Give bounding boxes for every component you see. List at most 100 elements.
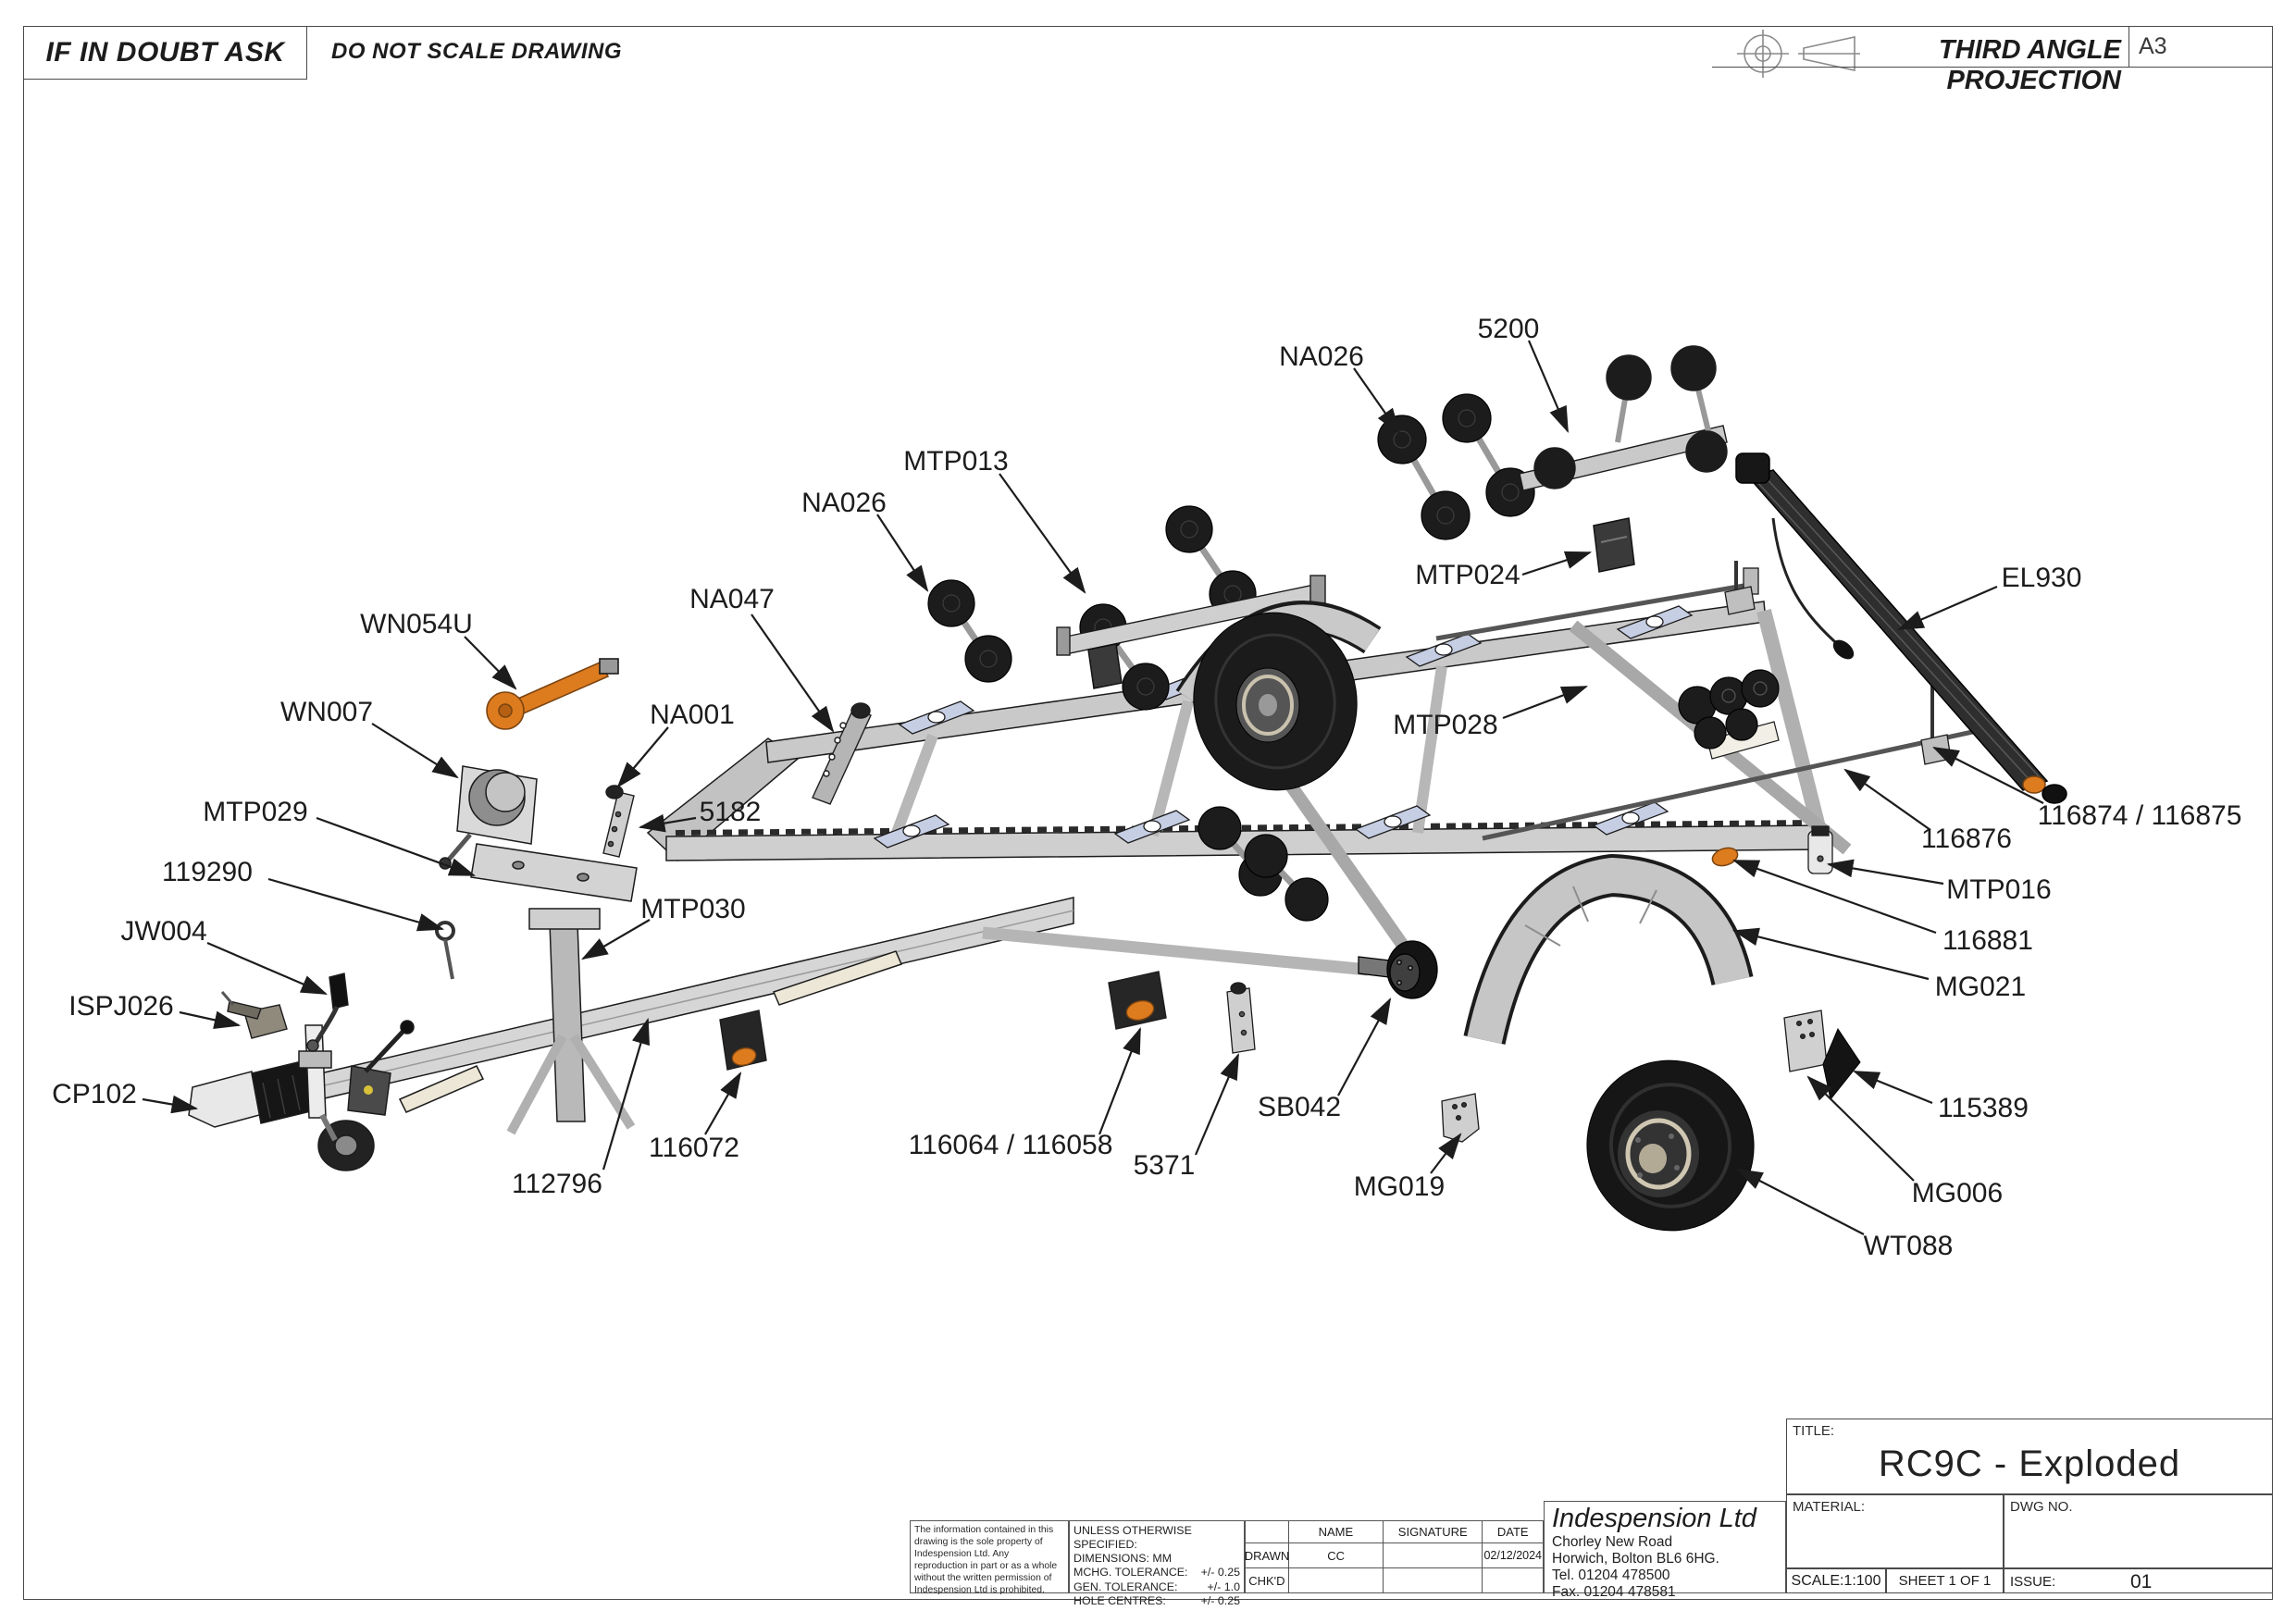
scale-cell: SCALE:1:100 [1786, 1568, 1886, 1593]
roller-bracket-assembly [1519, 345, 1728, 491]
part-label-116874-116875: 116874 / 116875 [2038, 800, 2242, 831]
winch [439, 765, 538, 870]
part-label-MTP028: MTP028 [1393, 710, 1497, 740]
small-strap-bracket [1226, 982, 1256, 1054]
approval-signature-header: SIGNATURE [1384, 1521, 1483, 1543]
dwg-no-cell: DWG NO. [2004, 1494, 2273, 1568]
part-label-WT088: WT088 [1864, 1231, 1954, 1261]
issue-value: 01 [2130, 1571, 2153, 1592]
multi-roller-cluster [1678, 669, 1780, 760]
side-marker [1711, 847, 1739, 867]
approval-table: NAME SIGNATURE DATE DRAWN CC 02/12/2024 … [1245, 1520, 1544, 1593]
leader-line-WT088 [1736, 1168, 1865, 1235]
part-label-115389: 115389 [1938, 1093, 2029, 1123]
leader-line-NA001 [616, 726, 669, 788]
tie-rods [1435, 567, 1978, 841]
issue-cell: ISSUE: 01 [2004, 1568, 2273, 1593]
leader-line-NA026 [1353, 367, 1401, 435]
company-address-1: Chorley New Road [1552, 1534, 1673, 1550]
leader-line-116881 [1731, 859, 1937, 935]
lamp-bracket-rear [1108, 971, 1167, 1030]
part-label-112796: 112796 [512, 1169, 602, 1199]
part-label-NA026: NA026 [1279, 341, 1364, 372]
part-label-WN054U: WN054U [360, 609, 473, 639]
winch-post [506, 908, 636, 1135]
leader-line-5371 [1194, 1052, 1240, 1156]
part-label-WN007: WN007 [280, 697, 373, 727]
part-label-MTP030: MTP030 [640, 894, 745, 924]
leader-line-119290 [267, 877, 445, 932]
chkd-date [1483, 1568, 1543, 1592]
copyright-disclaimer: The information contained in this drawin… [910, 1520, 1069, 1595]
mounting-bracket-right [1593, 517, 1635, 573]
leader-line-ISPJ026 [179, 1010, 242, 1030]
leader-line-SB042 [1337, 997, 1392, 1096]
chkd-role: CHK'D [1246, 1568, 1289, 1592]
perforated-strap-short [602, 785, 635, 858]
dwg-no-label: DWG NO. [2010, 1499, 2073, 1515]
spec-row-hole-value: +/- 0.25 [1200, 1593, 1240, 1607]
part-label-NA047: NA047 [689, 584, 775, 614]
leader-line-MG019 [1430, 1133, 1462, 1174]
part-label-JW004: JW004 [120, 916, 206, 947]
material-cell: MATERIAL: [1786, 1494, 2004, 1568]
mudguard-stay [1822, 1027, 1861, 1101]
part-label-5200: 5200 [1478, 314, 1540, 344]
drawn-name: CC [1289, 1543, 1384, 1568]
approval-date-header: DATE [1483, 1521, 1543, 1543]
leader-line-MTP024 [1521, 551, 1593, 576]
company-phone: Tel. 01204 478500 [1552, 1567, 1670, 1583]
leader-line-MTP029 [316, 816, 477, 877]
spec-row-hole: HOLE CENTRES: +/- 0.25 [1074, 1594, 1240, 1608]
company-address-2: Horwich, Bolton BL6 6HG. [1552, 1550, 1719, 1567]
part-label-5371: 5371 [1134, 1150, 1196, 1181]
tie-plate [1807, 825, 1833, 874]
lamp-bracket-front [719, 1010, 767, 1071]
part-label-119290: 119290 [162, 857, 253, 887]
company-name: Indespension Ltd [1552, 1504, 1756, 1533]
leader-line-WN054U [464, 636, 517, 690]
part-label-CP102: CP102 [52, 1079, 137, 1109]
part-label-5182: 5182 [700, 797, 762, 827]
spec-row-gen-value: +/- 1.0 [1207, 1580, 1240, 1593]
mudguard-bracket [1441, 1093, 1480, 1143]
winch-handle [486, 658, 619, 730]
brake-hub-assembly [1358, 940, 1438, 999]
issue-label: ISSUE: [2010, 1574, 2056, 1590]
leader-line-MTP013 [999, 473, 1086, 594]
rear-mudguard [1463, 853, 1754, 1045]
spec-row-mchg-label: MCHG. TOLERANCE: [1074, 1566, 1188, 1580]
drawing-title: RC9C - Exploded [1878, 1443, 2181, 1484]
part-label-EL930: EL930 [2002, 563, 2082, 593]
title-label: TITLE: [1793, 1423, 1835, 1439]
mounting-bracket-left [1087, 643, 1123, 689]
leader-line-5200 [1527, 340, 1570, 434]
sheet-size-label: A3 [2139, 33, 2167, 59]
spec-heading: UNLESS OTHERWISE SPECIFIED: [1074, 1524, 1192, 1552]
leader-line-116874-116875 [1932, 747, 2044, 804]
company-fax: Fax. 01204 478581 [1552, 1583, 1676, 1600]
propstand-clamp [220, 991, 288, 1039]
title-block-title-cell: TITLE: RC9C - Exploded [1786, 1419, 2273, 1494]
part-label-SB042: SB042 [1258, 1092, 1341, 1122]
header-divider [1712, 67, 2273, 68]
leader-line-116064-116058 [1098, 1026, 1142, 1135]
part-label-116064-116058: 116064 / 116058 [909, 1130, 1113, 1160]
perforated-strap-long [812, 702, 872, 805]
part-label-NA001: NA001 [650, 700, 735, 730]
leader-line-5182 [638, 813, 697, 833]
part-label-MTP016: MTP016 [1946, 874, 2051, 905]
approval-corner-cell [1246, 1521, 1289, 1543]
spec-row-mchg-value: +/- 0.25 [1200, 1566, 1240, 1580]
leader-line-116876 [1843, 768, 1931, 831]
drawn-date: 02/12/2024 [1483, 1543, 1543, 1568]
drawn-role: DRAWN [1245, 1543, 1289, 1568]
leader-line-MTP030 [581, 919, 651, 960]
chkd-signature [1384, 1568, 1483, 1592]
leader-line-116072 [704, 1072, 742, 1135]
spec-row-hole-label: HOLE CENTRES: [1074, 1593, 1166, 1607]
part-label-MTP029: MTP029 [203, 797, 307, 827]
